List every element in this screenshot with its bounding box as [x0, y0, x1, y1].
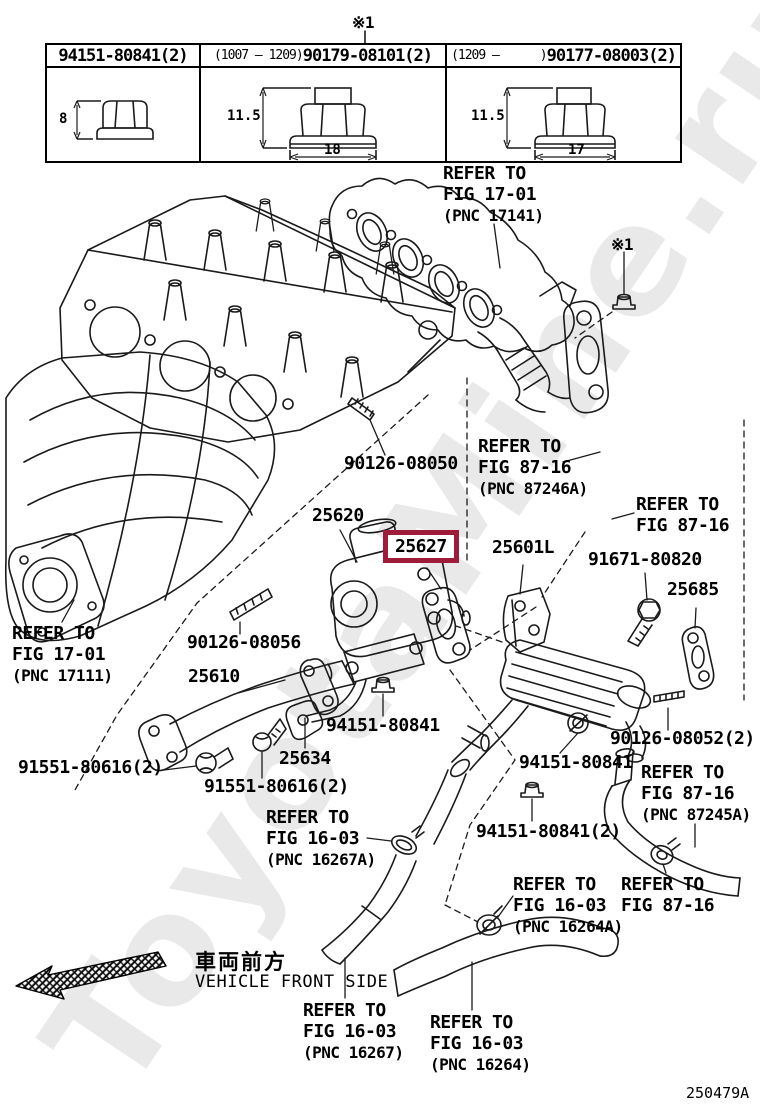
vehicle-front-arrow [15, 951, 167, 1000]
bolt-91671-80820 [627, 598, 661, 647]
part-90126-08052: 90126-08052(2) [610, 728, 755, 749]
dim-width: 17 [568, 142, 585, 158]
part-25620: 25620 [312, 505, 364, 526]
vehicle-front-label-ja: 車両前方 [195, 950, 287, 974]
nut-drawing-94151 [73, 100, 154, 140]
dim-width: 18 [324, 142, 341, 158]
stud-90126-08052 [653, 690, 685, 703]
hose-clamp-16264a [476, 905, 503, 936]
fastener-col-90179-08101: (1007 – 1209)90179-08101(2) 11.5 [199, 45, 445, 161]
bolt-91551-left [195, 747, 234, 774]
bolt-91551-right [252, 718, 287, 752]
note-symbol-right: ※1 [611, 235, 634, 254]
intake-manifold [4, 351, 276, 643]
hose-clamp-16267a [390, 825, 425, 855]
nut-drawing-90179 [259, 87, 377, 161]
fastener-part-number: 90179-08101(2) [302, 45, 433, 66]
washer-94151-right [567, 712, 589, 734]
fastener-table: 94151-80841(2) 8 (1007 – 1209)90179-0810… [45, 43, 682, 163]
part-94151-80841-2: 94151-80841(2) [476, 821, 621, 842]
dim-height: 8 [59, 111, 68, 127]
fastener-date-range: (1209 – ) [451, 48, 548, 63]
part-25627: 25627 [383, 530, 459, 563]
exhaust-manifold [328, 177, 636, 414]
fastener-col-90177-08003: (1209 – )90177-08003(2) 11.5 [445, 45, 680, 161]
part-90126-08050: 90126-08050 [344, 453, 458, 474]
part-91671-80820: 91671-80820 [588, 549, 702, 570]
diagram-code: 250479A [686, 1084, 750, 1102]
dashed-lines [74, 311, 745, 923]
dim-height: 11.5 [227, 108, 261, 124]
vehicle-front-label-en: VEHICLE FRONT SIDE [195, 972, 389, 992]
part-94151-80841-left: 94151-80841 [326, 715, 440, 736]
note-symbol-top: ※1 [352, 13, 375, 32]
part-25601l: 25601L [492, 537, 555, 558]
part-91551-80616-right: 91551-80616(2) [204, 776, 349, 797]
part-90126-08056: 90126-08056 [187, 632, 301, 653]
gasket-25634 [299, 658, 339, 716]
nut-drawing-90177 [503, 87, 616, 161]
part-94151-80841-right: 94151-80841 [519, 752, 633, 773]
egr-valve [285, 518, 471, 741]
hose-clamp-87-16 [650, 837, 681, 866]
egr-cooler [449, 587, 652, 778]
dim-height: 11.5 [471, 108, 505, 124]
stud-90126-08056 [229, 588, 273, 621]
fastener-part-number: 90177-08003(2) [546, 45, 677, 66]
part-25685: 25685 [667, 579, 719, 600]
part-25634: 25634 [279, 748, 331, 769]
leader-lines [61, 223, 697, 1011]
part-91551-80616-left: 91551-80616(2) [18, 757, 163, 778]
fastener-part-number: 94151-80841(2) [58, 45, 188, 66]
stud-90126-08050 [347, 397, 375, 421]
part-25610: 25610 [188, 666, 240, 687]
fastener-date-range: (1007 – 1209) [213, 48, 304, 63]
gasket-25627 [421, 586, 471, 664]
gasket-25685 [681, 626, 715, 690]
fastener-col-94151-80841: 94151-80841(2) 8 [47, 45, 199, 161]
hose-assembly [321, 748, 741, 997]
